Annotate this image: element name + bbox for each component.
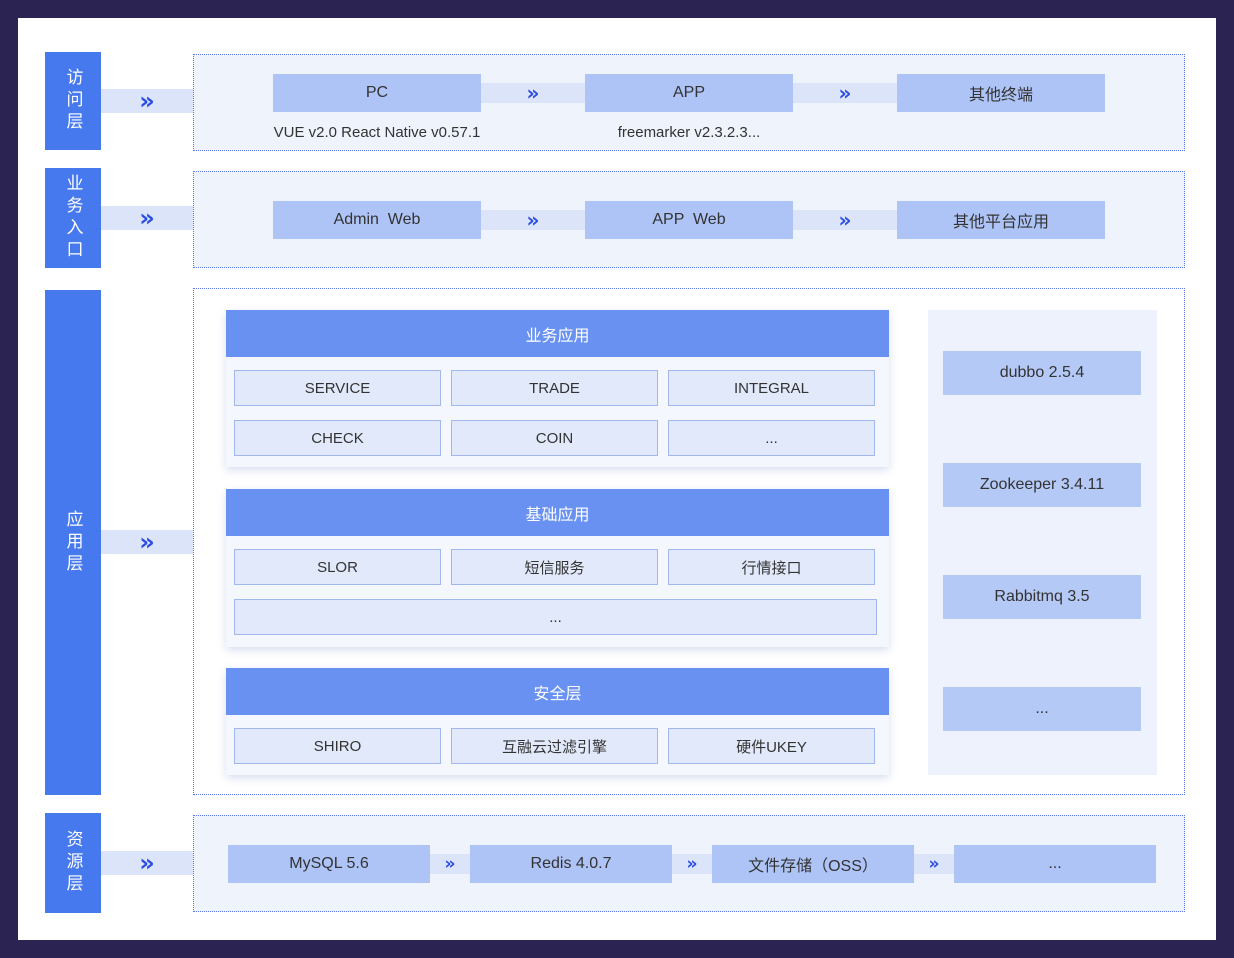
cell-slor: SLOR [234,549,441,585]
group-security-title: 安全层 [226,668,889,715]
group-basic-apps-cells: SLOR 短信服务 行情接口 ... [226,536,889,635]
cell-hardware-ukey: 硬件UKEY [668,728,875,764]
connector-adminweb-appweb: » [481,210,585,230]
middleware-more: ... [943,687,1141,731]
connector-pc-app: » [481,83,585,103]
node-app: APP [585,74,793,112]
cell-filter-engine: 互融云过滤引擎 [451,728,658,764]
middleware-rabbitmq: Rabbitmq 3.5 [943,575,1141,619]
cell-service: SERVICE [234,370,441,406]
connector-redis-oss: » [672,854,712,874]
node-pc: PC [273,74,481,112]
diagram-canvas: 访问层 » PC » APP » 其他终端 VUE v2.0 React Nat… [18,18,1216,940]
cell-sms-service: 短信服务 [451,549,658,585]
cell-check: CHECK [234,420,441,456]
connector-appweb-otherplatform: » [793,210,897,230]
connector-app-layer: » [101,530,193,554]
connector-resource: » [101,851,193,875]
cell-integral: INTEGRAL [668,370,875,406]
connector-access: » [101,89,193,113]
cell-basic-more: ... [234,599,877,635]
double-chevron-icon: » [139,204,155,232]
node-admin-web: Admin Web [273,201,481,239]
group-security: 安全层 SHIRO 互融云过滤引擎 硬件UKEY [226,668,889,775]
middleware-zookeeper: Zookeeper 3.4.11 [943,463,1141,507]
cell-shiro: SHIRO [234,728,441,764]
node-resource-more: ... [954,845,1156,883]
node-app-web: APP Web [585,201,793,239]
cell-trade: TRADE [451,370,658,406]
node-redis: Redis 4.0.7 [470,845,672,883]
cell-market-api: 行情接口 [668,549,875,585]
pc-subtitle: VUE v2.0 React Native v0.57.1 [273,124,481,141]
node-other-platform: 其他平台应用 [897,201,1105,239]
double-chevron-icon: » [139,87,155,115]
double-chevron-icon: » [139,528,155,556]
double-chevron-icon: » [526,208,540,232]
connector-oss-more: » [914,854,954,874]
node-mysql: MySQL 5.6 [228,845,430,883]
double-chevron-icon: » [838,81,852,105]
double-chevron-icon: » [928,853,940,874]
cell-business-more: ... [668,420,875,456]
double-chevron-icon: » [838,208,852,232]
connector-entry: » [101,206,193,230]
middleware-column: dubbo 2.5.4 Zookeeper 3.4.11 Rabbitmq 3.… [928,310,1157,775]
cell-coin: COIN [451,420,658,456]
group-security-cells: SHIRO 互融云过滤引擎 硬件UKEY [226,715,889,764]
node-other-terminal: 其他终端 [897,74,1105,112]
group-business-apps-title: 业务应用 [226,310,889,357]
connector-app-other: » [793,83,897,103]
layer-label-access: 访问层 [45,52,101,150]
layer-label-entry: 业务入口 [45,168,101,268]
group-business-apps-cells: SERVICE TRADE INTEGRAL CHECK COIN ... [226,357,889,456]
node-file-storage-oss: 文件存储（OSS） [712,845,914,883]
connector-mysql-redis: » [430,854,470,874]
group-business-apps: 业务应用 SERVICE TRADE INTEGRAL CHECK COIN .… [226,310,889,467]
layer-label-app: 应用层 [45,290,101,795]
double-chevron-icon: » [444,853,456,874]
double-chevron-icon: » [686,853,698,874]
layer-label-resource: 资源层 [45,813,101,913]
double-chevron-icon: » [526,81,540,105]
double-chevron-icon: » [139,849,155,877]
app-subtitle: freemarker v2.3.2.3... [617,124,761,141]
group-basic-apps: 基础应用 SLOR 短信服务 行情接口 ... [226,489,889,647]
group-basic-apps-title: 基础应用 [226,489,889,536]
middleware-dubbo: dubbo 2.5.4 [943,351,1141,395]
